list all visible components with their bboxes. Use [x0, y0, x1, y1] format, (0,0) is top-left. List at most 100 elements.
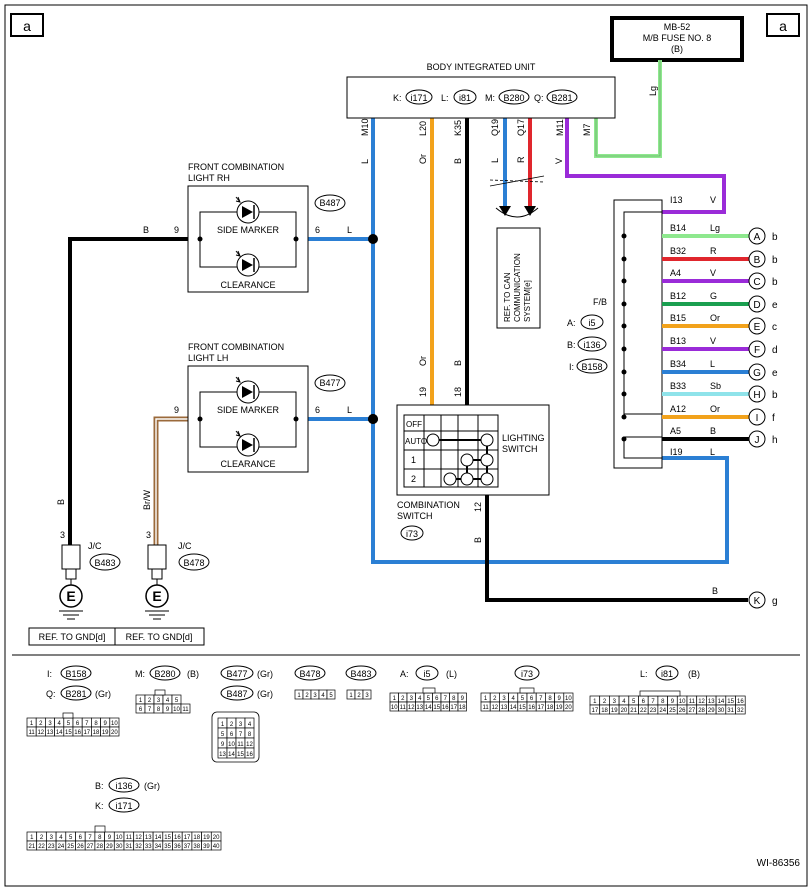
pin-number: 5 [521, 696, 525, 702]
wire-v-m11 [565, 118, 726, 214]
pin-number: 6 [79, 835, 83, 841]
fb-row-node [621, 391, 627, 397]
pin-number: 5 [175, 698, 179, 704]
fb-label: F/B [593, 297, 607, 307]
fb-row-terminal [748, 272, 766, 290]
pin-number: 13 [47, 730, 54, 736]
svg-text:a: a [23, 18, 31, 34]
pin-number: 15 [65, 730, 72, 736]
lg-m-conn: B280 [154, 669, 175, 679]
sw-pos-2: 2 [411, 474, 416, 484]
pin-number: 9 [671, 699, 675, 705]
lg-k-prefix: K: [95, 801, 104, 811]
fb-row-terminal [748, 227, 766, 245]
pin-number: 4 [166, 698, 170, 704]
fb-row-letter: E [754, 322, 761, 333]
pin-number: 1 [30, 835, 34, 841]
fb-ref-i-conn: B158 [581, 362, 602, 372]
lg-l-color: (B) [688, 669, 700, 679]
lg-bi-conn: i136 [115, 781, 132, 791]
page-frame [4, 4, 808, 887]
pin-number: 11 [28, 730, 35, 736]
pin-number: 1 [221, 722, 225, 728]
arrow-l [499, 206, 511, 216]
wire-label-b-k: B [712, 586, 718, 596]
pin-number: 13 [708, 699, 715, 705]
terminal-k-letter: K [754, 596, 761, 607]
fb-row-ref: h [772, 435, 778, 446]
pin-number: 10 [391, 705, 398, 711]
pin-number: 5 [67, 721, 71, 727]
rh-title1: FRONT COMBINATION [188, 162, 284, 172]
pin-label-q19: Q19 [490, 119, 500, 136]
sw-pos-auto: AUTO [405, 437, 427, 446]
pin-number: 2 [230, 722, 234, 728]
pin-number: 3 [50, 835, 54, 841]
lh-side-marker-label: SIDE MARKER [217, 405, 280, 415]
pin-number: 5 [221, 732, 225, 738]
pin-number: 38 [193, 844, 200, 850]
pin-number: 14 [510, 705, 517, 711]
fb-row-pin: B33 [670, 381, 686, 391]
pin-number: 12 [135, 835, 142, 841]
fb-row-color: Or [710, 404, 720, 414]
pin-number: 14 [425, 705, 432, 711]
pin-label-12: 12 [473, 502, 483, 512]
can-ref-line3: SYSTEM[e] [523, 280, 532, 322]
combo-connector: i73 [406, 529, 418, 539]
fb-row-terminal [748, 363, 766, 381]
pin-number: 19 [611, 708, 618, 714]
pin-number: 10 [173, 707, 180, 713]
connector-tab [62, 712, 74, 719]
fb-row-terminal [748, 408, 766, 426]
jc-left: B 3 J/C B483 E [56, 499, 121, 620]
pin-number: 30 [116, 844, 123, 850]
pin-number: 9 [221, 742, 225, 748]
pin-number: 12 [491, 705, 498, 711]
pin-number: 16 [74, 730, 81, 736]
pin-number: 31 [126, 844, 133, 850]
fb-row-color: L [710, 359, 715, 369]
jc-right-pin: 3 [146, 530, 151, 540]
wire-label-or-switch: Or [418, 356, 428, 366]
jc-right-conn: B478 [183, 558, 204, 568]
fb-row-letter: H [753, 390, 760, 401]
fb-row-ref: f [772, 413, 775, 424]
pin-number: 7 [651, 699, 655, 705]
pin-number: 4 [248, 722, 252, 728]
jc-right-label: J/C [178, 541, 192, 551]
pin-number: 16 [737, 699, 744, 705]
pin-number: 20 [565, 705, 572, 711]
fb-row-node [621, 414, 627, 420]
pin-number: 8 [452, 696, 456, 702]
pin-number: 2 [40, 835, 44, 841]
pin-number: 12 [37, 730, 44, 736]
pin-number: 2 [357, 693, 361, 699]
lg-l-conn: i81 [661, 669, 673, 679]
fb-row-pin: A5 [670, 426, 681, 436]
pin-cell [210, 840, 222, 851]
combo-title1: COMBINATION [397, 500, 460, 510]
svg-text:MB-52: MB-52 [664, 22, 691, 32]
pin-number: 20 [213, 835, 220, 841]
sw-pos-1: 1 [411, 455, 416, 465]
terminal-k-ref: g [772, 596, 778, 607]
fb-row-node [621, 436, 627, 442]
fb-row-node [621, 233, 627, 239]
fb-row-node [621, 346, 627, 352]
pin-number: 18 [93, 730, 100, 736]
pin-number: 11 [182, 707, 189, 713]
fb-row-ref: c [772, 322, 777, 333]
pin-number: 7 [239, 732, 243, 738]
pin-number: 13 [219, 752, 226, 758]
fb-row-terminal [748, 430, 766, 448]
lh-connector: B477 [319, 378, 340, 388]
wire-label-b-k35: B [453, 158, 463, 164]
pin-number: 31 [727, 708, 734, 714]
fb-row-terminal [748, 317, 766, 335]
fb-row-letter: G [753, 368, 761, 379]
